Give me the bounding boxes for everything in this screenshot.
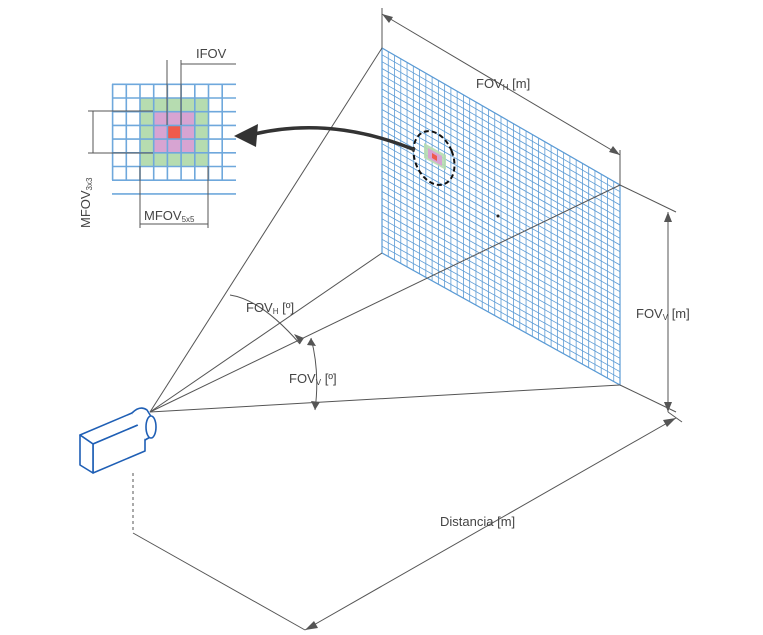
grid-line <box>381 95 621 233</box>
distance-label: Distancia [m] <box>440 514 515 529</box>
fov-v-m-label: FOVV [m] <box>636 306 690 322</box>
grid-line <box>381 218 621 353</box>
grid-line <box>381 163 621 299</box>
grid-line <box>381 238 621 373</box>
grid-line <box>381 191 621 326</box>
grid-line <box>381 136 621 273</box>
fov-h-deg-label: FOVH [º] <box>246 300 294 316</box>
grid-line <box>381 232 621 366</box>
mfov-5x5-dimension <box>139 166 209 228</box>
inset-pixel-grid <box>111 83 236 195</box>
grid-line <box>381 204 621 339</box>
mfov-3x3-dimension <box>88 110 153 154</box>
grid-line <box>381 68 621 206</box>
mfov-3x3-label: MFOV3x3 <box>78 177 94 228</box>
camera <box>79 407 157 474</box>
magnify-arrow <box>249 125 416 152</box>
grid-line <box>381 177 621 313</box>
view-frustum-lines <box>149 47 621 413</box>
ifov-label: IFOV <box>196 46 227 61</box>
grid-line <box>381 88 621 226</box>
fov-h-angle-arc <box>229 294 301 345</box>
grid-line <box>381 184 621 319</box>
grid-line <box>381 225 621 359</box>
grid-line <box>381 129 621 266</box>
grid-line <box>381 115 621 253</box>
plane-highlight-pixels <box>424 143 446 170</box>
grid-line <box>381 156 621 293</box>
fov-h-m-label: FOVH [m] <box>476 76 530 92</box>
grid-line <box>381 143 621 279</box>
mfov-5x5-label: MFOV5x5 <box>144 208 195 224</box>
grid-line <box>381 74 621 213</box>
grid-line <box>381 211 621 346</box>
grid-line <box>381 54 621 193</box>
ifov-dimension <box>166 60 236 125</box>
distance-dimension <box>132 411 683 631</box>
grid-line <box>381 245 621 379</box>
magnify-arrow-head <box>234 124 258 147</box>
grid-line <box>381 109 621 246</box>
grid-line <box>381 170 621 306</box>
grid-line <box>381 81 621 219</box>
plane-center-dot <box>496 214 500 218</box>
fov-v-deg-label: FOVV [º] <box>289 371 337 387</box>
grid-line <box>381 102 621 239</box>
highlight-ellipse <box>412 130 456 186</box>
sensor-plane-grid <box>381 47 621 386</box>
grid-line <box>381 61 621 199</box>
grid-line <box>381 122 621 259</box>
grid-line <box>381 197 621 333</box>
fov-h-m-dimension <box>381 8 621 185</box>
